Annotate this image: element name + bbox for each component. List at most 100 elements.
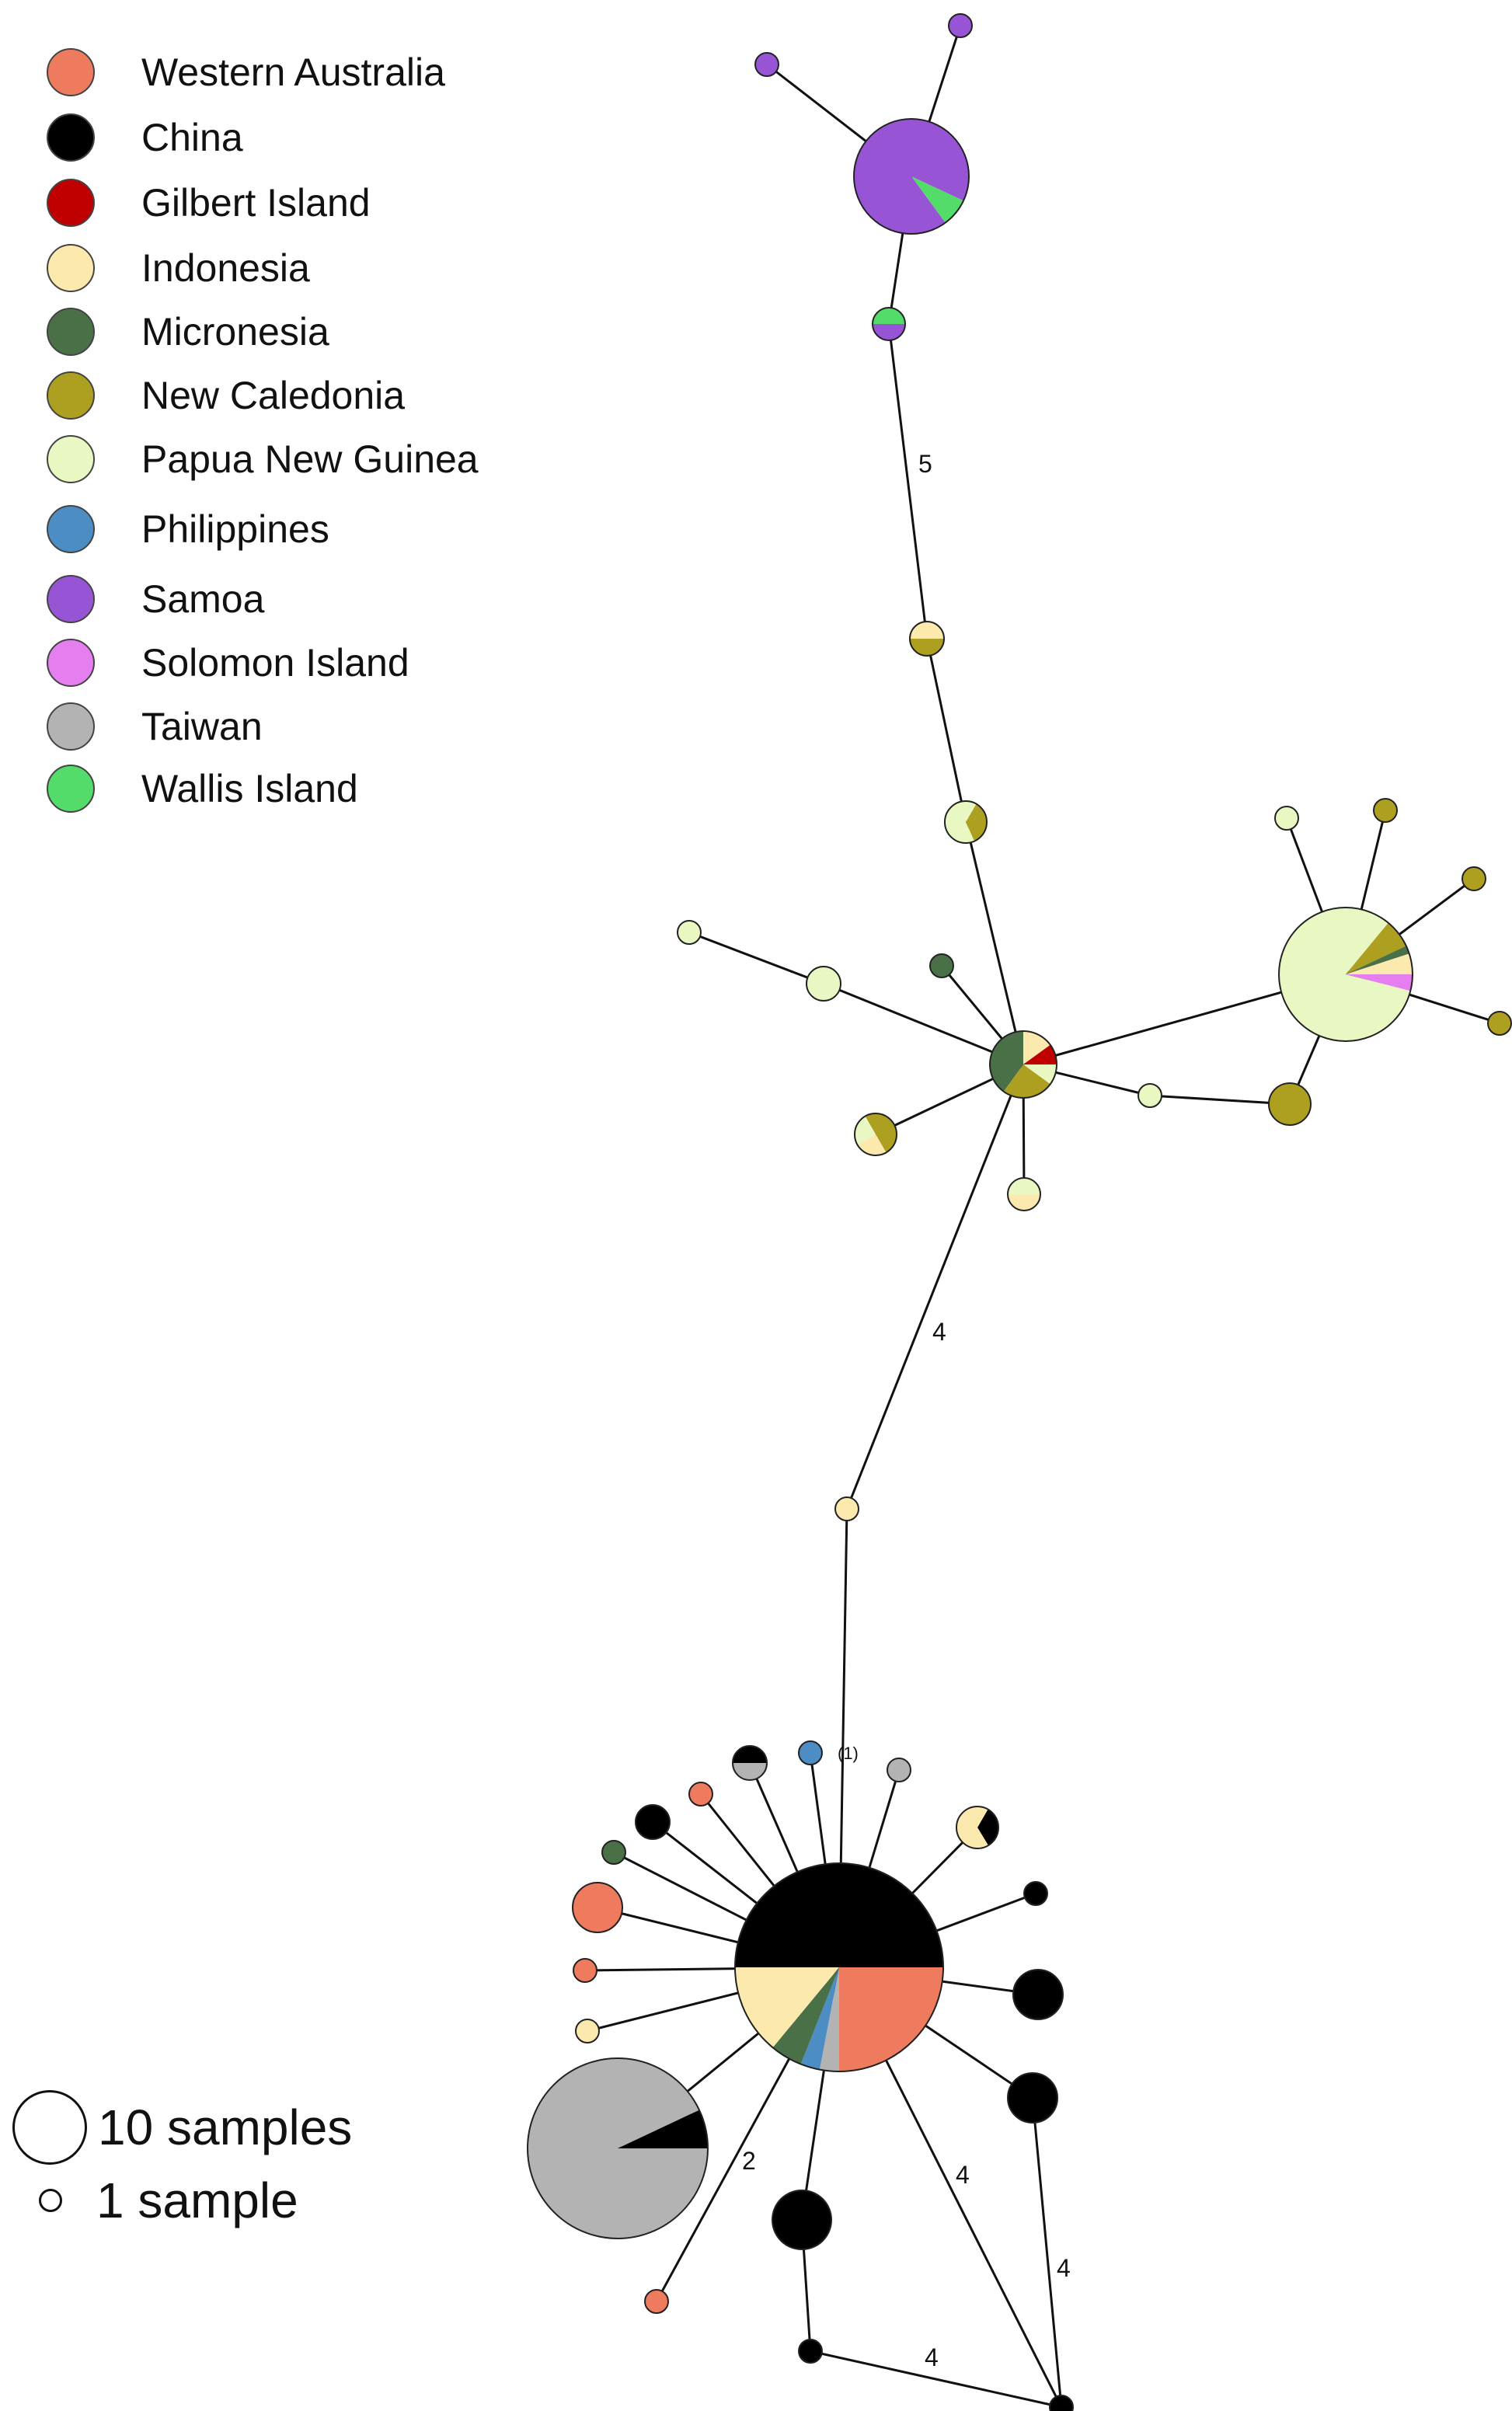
node-outline	[1268, 1082, 1312, 1126]
node-slice	[1023, 1031, 1050, 1064]
node-slice	[1023, 1044, 1057, 1064]
node-slice	[873, 324, 905, 340]
legend-item-papua-new-guinea: Papua New Guinea	[47, 432, 479, 486]
node-outline	[806, 966, 841, 1002]
node-slice	[1023, 1064, 1057, 1085]
node-main_hub	[734, 1862, 944, 2072]
node-slice	[1008, 1178, 1040, 1194]
samoa-swatch	[47, 575, 95, 623]
edge-ch_l3-ch_l6	[1031, 2097, 1063, 2408]
node-mic_l1	[929, 953, 954, 978]
edge-label-4-c: 4	[925, 2343, 939, 2371]
node-slice	[1024, 1882, 1047, 1905]
node-slice	[1374, 799, 1397, 822]
node-slice	[1269, 1083, 1311, 1125]
node-slice	[573, 1959, 597, 1982]
node-outline	[575, 2019, 600, 2043]
china-swatch	[47, 113, 95, 162]
node-slice	[1013, 1970, 1063, 2019]
node-ch_l3	[1007, 2072, 1058, 2124]
size-key-large-label: 10 samples	[98, 2099, 353, 2155]
legend-item-china: China	[47, 110, 243, 165]
node-png_main	[1278, 907, 1413, 1042]
indonesia-swatch	[47, 244, 95, 292]
node-ind_mid	[834, 1496, 859, 1521]
node-outline	[1487, 1011, 1512, 1036]
node-outline	[573, 1958, 597, 1983]
edge-label-4-upper: 4	[932, 1318, 946, 1346]
node-outline	[854, 1113, 897, 1156]
node-slice	[733, 1746, 767, 1763]
legend-item-new-caledonia: New Caledonia	[47, 368, 405, 423]
edge-label-5: 5	[918, 450, 932, 478]
legend-label: Wallis Island	[141, 767, 358, 810]
gilbert-island-swatch	[47, 179, 95, 227]
node-samoa_wallis	[872, 307, 906, 341]
node-slice	[1346, 946, 1409, 974]
node-slice	[887, 1758, 911, 1782]
node-nc_l1	[1268, 1082, 1312, 1126]
legend-item-wallis-island: Wallis Island	[47, 761, 358, 816]
node-slice	[618, 2110, 708, 2148]
size-key-1-sample: 1 sample	[0, 2172, 466, 2229]
size-key-large-circle	[12, 2090, 87, 2165]
node-slice	[989, 1031, 1023, 1092]
papua-new-guinea-swatch	[47, 435, 95, 483]
node-slice	[1346, 922, 1406, 974]
node-slice	[839, 1967, 943, 2071]
node-slice	[735, 1967, 839, 2048]
node-slice	[800, 1967, 839, 2070]
node-png_l3	[1137, 1083, 1162, 1108]
node-slice	[772, 2190, 831, 2249]
network-edges	[584, 25, 1500, 2409]
node-outline	[635, 1804, 671, 1840]
node-outline	[688, 1782, 713, 1807]
node-slice	[930, 954, 953, 977]
node-ind_png_l1	[1007, 1177, 1041, 1211]
node-samoa_leaf2	[948, 13, 973, 38]
edge-nc_ind_1-nc_png_1	[925, 638, 967, 823]
node-slice	[1138, 1084, 1162, 1107]
node-slice	[807, 967, 841, 1001]
micronesia-swatch	[47, 308, 95, 356]
node-slice	[1003, 1064, 1050, 1099]
node-samoa_leaf1	[754, 52, 779, 77]
node-slice	[910, 639, 944, 656]
node-slice	[1275, 807, 1298, 830]
legend-item-gilbert-island: Gilbert Island	[47, 176, 371, 230]
legend-item-philippines: Philippines	[47, 502, 329, 556]
node-ch_l1	[1023, 1881, 1048, 1906]
node-outline	[1278, 907, 1413, 1042]
node-ind_ch_l	[956, 1806, 999, 1849]
node-ch_l5	[798, 2339, 823, 2364]
node-outline	[572, 1882, 623, 1933]
node-outline	[1049, 2395, 1074, 2411]
node-slice	[678, 921, 701, 944]
node-slice	[645, 2290, 668, 2313]
node-slice	[949, 14, 972, 37]
legend: Western Australia China Gilbert Island I…	[0, 0, 559, 824]
wallis-island-swatch	[47, 765, 95, 813]
node-ch_l4	[772, 2190, 832, 2250]
node-outline	[887, 1758, 911, 1782]
node-slice	[573, 1883, 622, 1932]
node-outline	[601, 1840, 626, 1865]
size-key-small-circle	[39, 2189, 62, 2212]
node-slice	[945, 801, 977, 844]
node-outline	[1007, 1177, 1041, 1211]
node-slice	[689, 1782, 712, 1806]
node-outline	[754, 52, 779, 77]
node-slice	[636, 1805, 670, 1839]
node-outline	[929, 953, 954, 978]
edge-png_l3-nc_l1	[1149, 1094, 1291, 1106]
node-wa_l2	[572, 1882, 623, 1933]
edge-label-4-b: 4	[1057, 2254, 1071, 2282]
node-slice	[772, 1967, 839, 2064]
size-key-10-samples: 10 samples	[0, 2090, 466, 2165]
node-nc_l4	[1487, 1011, 1512, 1036]
legend-label: Solomon Island	[141, 641, 409, 685]
legend-label: Taiwan	[141, 705, 263, 748]
node-slice	[966, 803, 988, 841]
node-outline	[798, 1740, 823, 1765]
